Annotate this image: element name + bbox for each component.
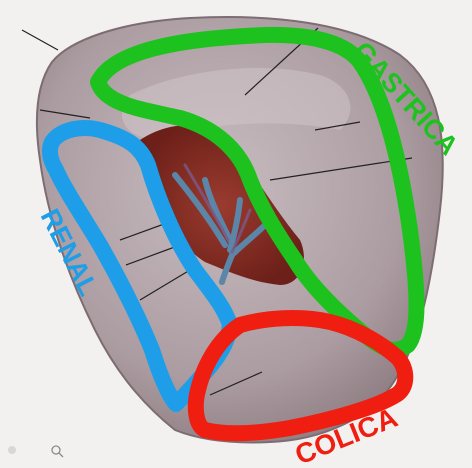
leader-lines (21, 27, 413, 396)
hilum-region (140, 125, 304, 285)
gastrica-region-outline (90, 26, 425, 358)
search-icon (51, 445, 64, 458)
hilum-vessels (172, 172, 268, 285)
colica-region-outline (187, 310, 414, 442)
corner-mark (8, 446, 16, 454)
